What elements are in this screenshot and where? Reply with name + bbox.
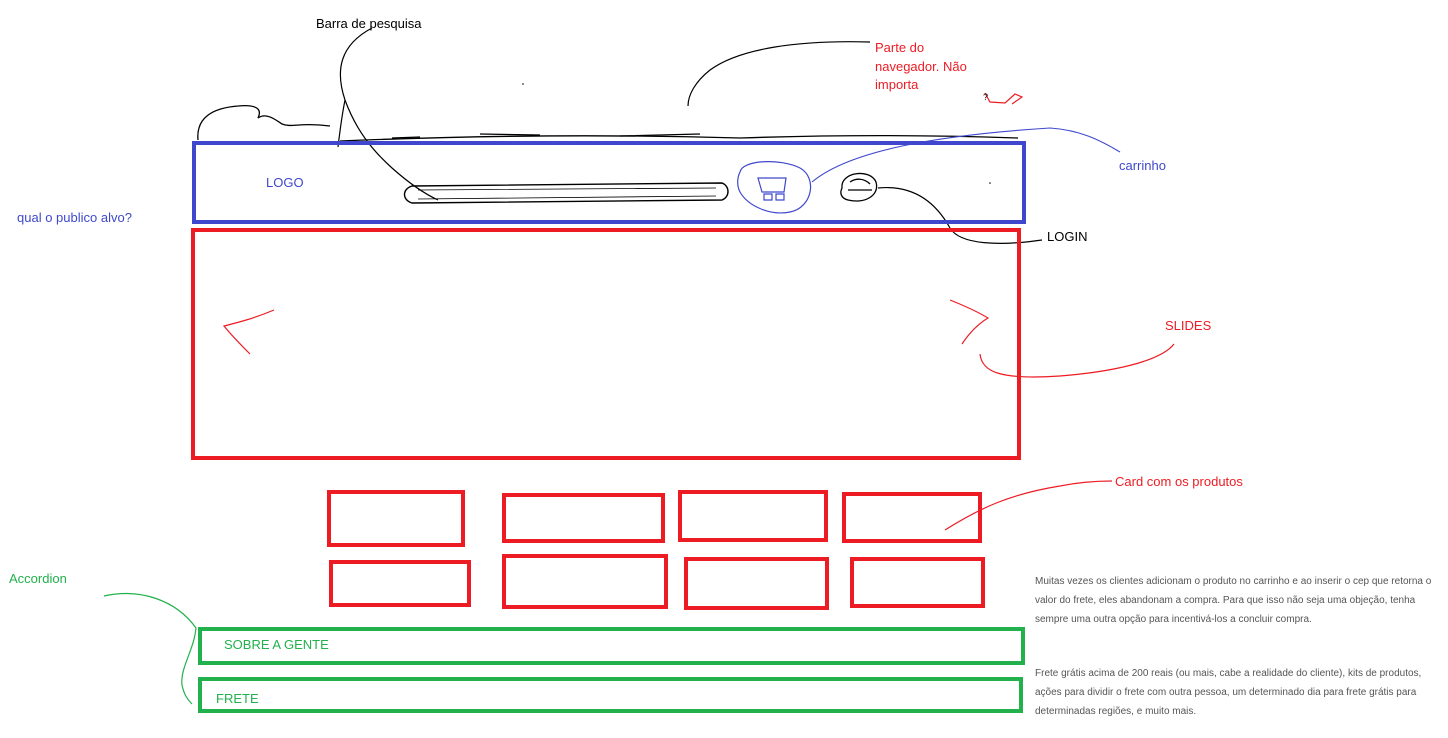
annotation-target-audience: qual o publico alvo? bbox=[17, 210, 132, 225]
browser-red-check bbox=[984, 92, 1024, 105]
annotation-search-bar: Barra de pesquisa bbox=[316, 16, 422, 31]
product-card bbox=[850, 557, 985, 608]
product-card bbox=[329, 560, 471, 607]
product-card bbox=[842, 492, 982, 543]
accordion-item-sobre bbox=[198, 627, 1025, 665]
annotation-slides: SLIDES bbox=[1165, 318, 1212, 333]
accordion-label-frete: FRETE bbox=[216, 691, 259, 706]
accordion-pointer-line bbox=[103, 592, 197, 705]
browser-dashes bbox=[391, 133, 701, 139]
annotation-cart: carrinho bbox=[1119, 158, 1166, 173]
annotation-login: LOGIN bbox=[1047, 229, 1088, 244]
product-card bbox=[327, 490, 465, 547]
browser-pointer-line bbox=[687, 41, 871, 107]
accordion-label-sobre: SOBRE A GENTE bbox=[224, 637, 329, 652]
side-note-paragraph-2: Frete grátis acima de 200 reais (ou mais… bbox=[1035, 668, 1422, 717]
annotation-product-cards: Card com os produtos bbox=[1115, 474, 1243, 489]
side-note-paragraph-1: Muitas vezes os clientes adicionam o pro… bbox=[1035, 576, 1432, 625]
product-card bbox=[502, 554, 668, 609]
slides-wireframe bbox=[191, 228, 1021, 460]
search-pointer-stub bbox=[337, 99, 346, 148]
product-card bbox=[684, 557, 829, 610]
annotation-browser-part: Parte do navegador. Não importa bbox=[875, 40, 967, 92]
annotation-accordion: Accordion bbox=[9, 571, 67, 586]
logo-placeholder: LOGO bbox=[266, 175, 304, 190]
product-card bbox=[678, 490, 828, 542]
browser-scribble bbox=[197, 104, 331, 141]
header-wireframe bbox=[192, 141, 1026, 224]
accordion-item-frete bbox=[198, 677, 1023, 713]
product-card bbox=[502, 493, 665, 543]
